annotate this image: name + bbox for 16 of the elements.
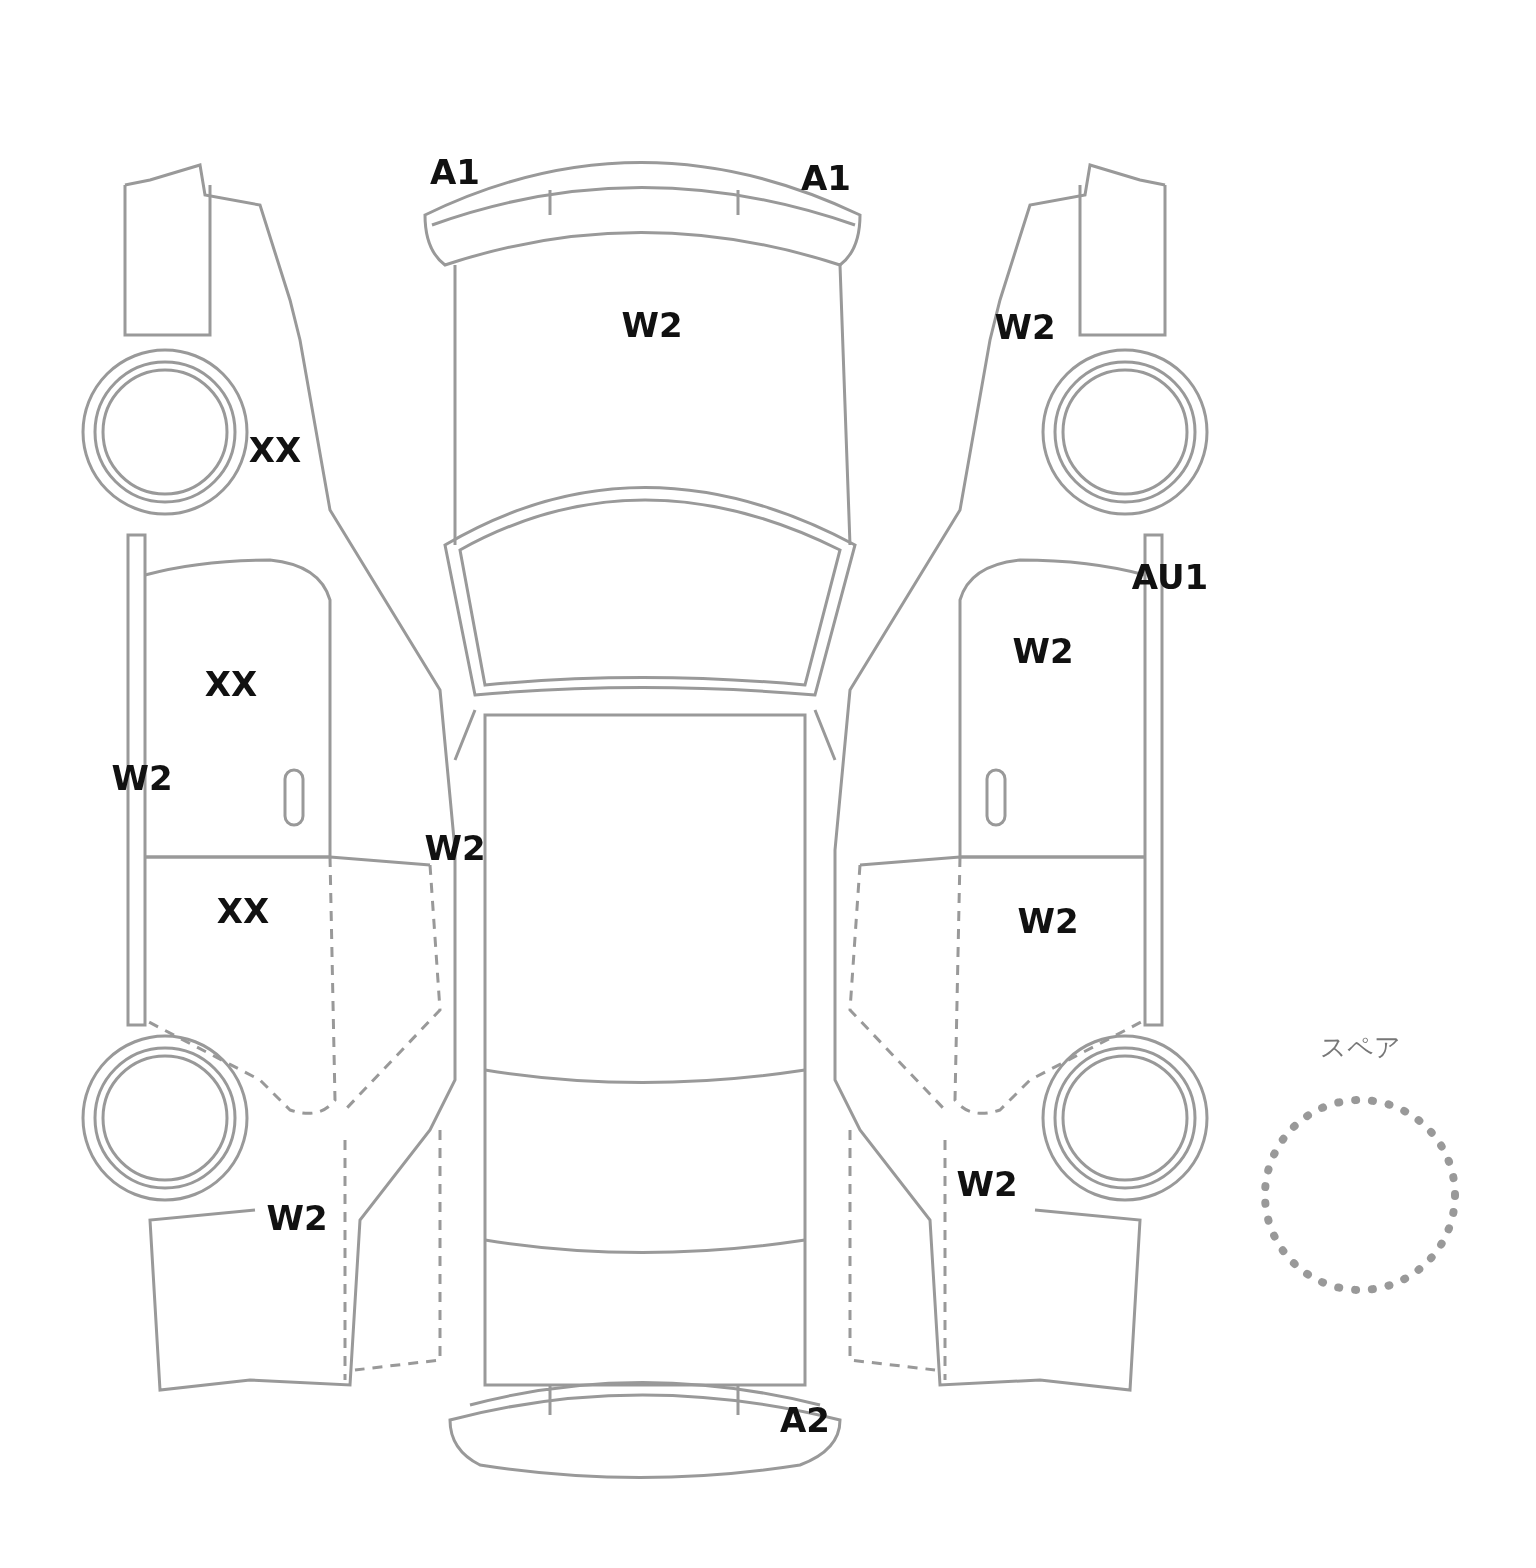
damage-code: A2	[780, 1400, 830, 1440]
damage-code: W2	[1017, 901, 1079, 941]
damage-code: W2	[621, 305, 683, 345]
damage-code: XX	[248, 430, 302, 470]
damage-code: W2	[424, 828, 486, 868]
damage-code: W2	[111, 758, 173, 798]
damage-code: XX	[216, 891, 270, 931]
damage-code: XX	[204, 664, 258, 704]
spare-label: スペア	[1318, 1031, 1402, 1064]
damage-code: A1	[801, 158, 851, 198]
damage-code: W2	[266, 1198, 328, 1238]
damage-code: A1	[430, 152, 480, 192]
damage-code: AU1	[1131, 557, 1209, 597]
damage-code: W2	[1012, 631, 1074, 671]
damage-code: W2	[994, 307, 1056, 347]
damage-code: W2	[956, 1164, 1018, 1204]
